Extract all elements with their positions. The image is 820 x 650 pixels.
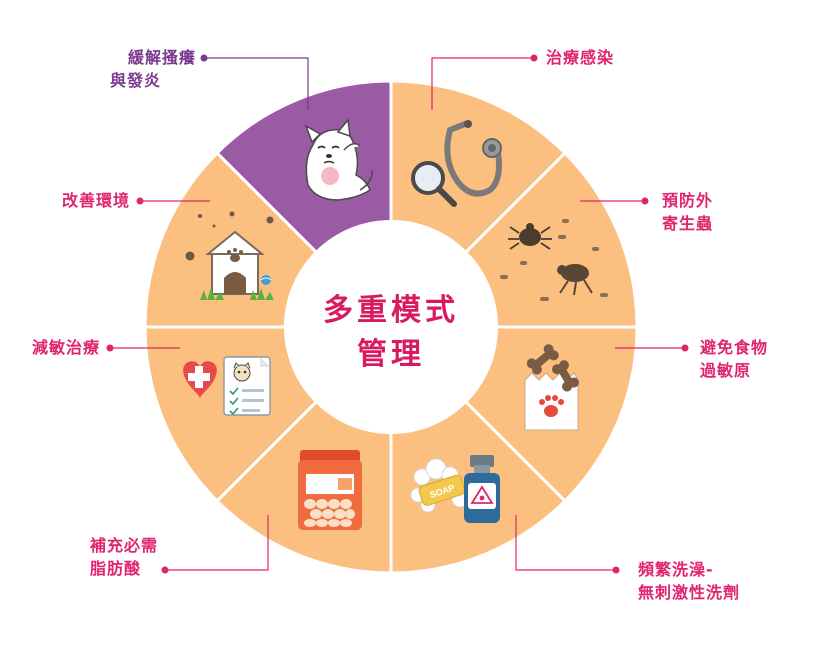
- label-fatty-acid-line2: 脂肪酸: [90, 559, 142, 578]
- label-infection-line1: 治療感染: [546, 48, 615, 67]
- label-itch: 緩解搔癢 與發炎: [80, 46, 196, 92]
- label-environment-line1: 改善環境: [61, 191, 130, 210]
- center-circle: [284, 220, 498, 434]
- supplement-jar-icon: [298, 450, 362, 530]
- leader-dot-food: [681, 344, 689, 352]
- leader-dot-desensitize: [106, 344, 114, 352]
- leader-dot-fatty-acid: [161, 566, 169, 574]
- dog-food-bag-icon: [524, 344, 579, 431]
- label-bathing-line1: 頻繁洗澡-: [638, 560, 714, 579]
- stethoscope-magnifier-icon: [411, 120, 502, 207]
- leader-dot-environment: [136, 197, 144, 205]
- label-desensitize: 減敏治療: [0, 336, 100, 359]
- doghouse-icon: [185, 211, 274, 300]
- leader-dot-parasites: [641, 197, 649, 205]
- label-bathing-line2: 無刺激性洗劑: [638, 583, 741, 602]
- leader-dots: [106, 54, 689, 574]
- label-parasites-line2: 寄生蟲: [662, 214, 714, 233]
- ticks-fleas-icon: [500, 219, 608, 301]
- label-fatty-acid-line1: 補充必需: [90, 536, 159, 555]
- label-food-line2: 過敏原: [700, 361, 752, 380]
- label-parasites: 預防外 寄生蟲: [662, 189, 802, 235]
- label-itch-line1: 緩解搔癢: [127, 48, 196, 67]
- leader-lines: [110, 57, 685, 571]
- leader-line-bathing: [515, 515, 616, 571]
- leader-dot-itch: [200, 54, 208, 62]
- label-itch-line2: 與發炎: [110, 71, 162, 90]
- label-desensitize-line1: 減敏治療: [31, 338, 100, 357]
- soap-shampoo-icon: SOAP: [410, 455, 500, 523]
- medical-record-icon: [183, 356, 271, 416]
- leader-line-itch: [204, 57, 309, 110]
- center-title-line1: 多重模式: [323, 293, 459, 328]
- leader-dot-infection: [530, 54, 538, 62]
- label-environment: 改善環境: [10, 189, 130, 212]
- leader-line-fatty-acid: [165, 515, 269, 571]
- center-title-line2: 管理: [357, 337, 425, 372]
- label-food: 避免食物 過敏原: [700, 336, 812, 382]
- label-infection: 治療感染: [546, 46, 686, 69]
- label-food-line1: 避免食物: [700, 338, 769, 357]
- label-parasites-line1: 預防外: [662, 191, 714, 210]
- leader-dot-bathing: [612, 566, 620, 574]
- leader-line-infection: [431, 57, 534, 110]
- label-bathing: 頻繁洗澡- 無刺激性洗劑: [638, 558, 808, 604]
- label-fatty-acid: 補充必需 脂肪酸: [50, 534, 194, 580]
- scratching-dog-icon: [304, 118, 373, 201]
